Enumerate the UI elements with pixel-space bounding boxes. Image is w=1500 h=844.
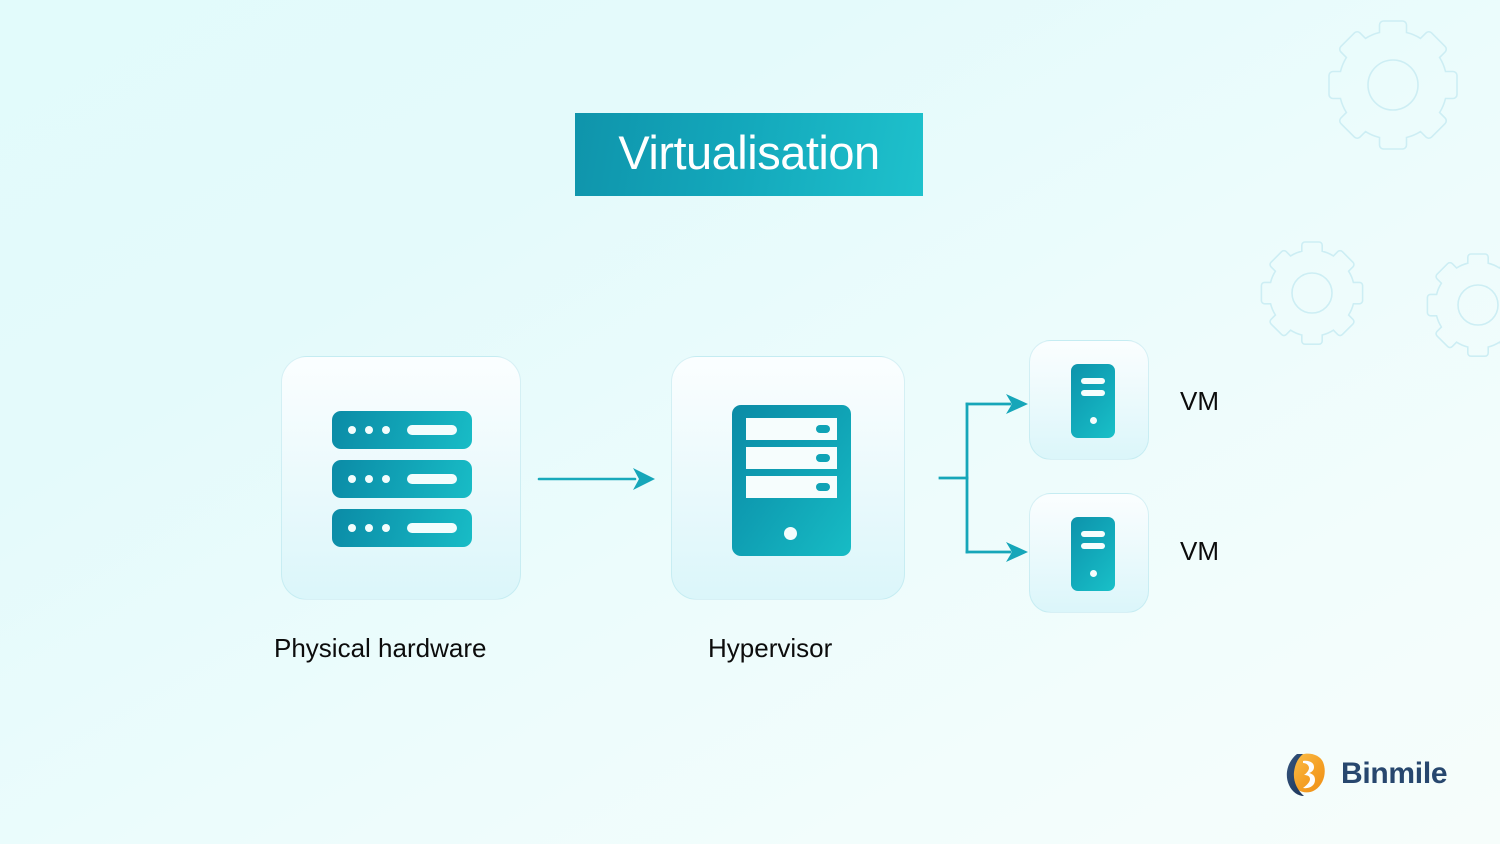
page-title-banner: Virtualisation <box>575 113 923 196</box>
brand-wordmark: Binmile <box>1341 757 1448 790</box>
drive-bay <box>746 418 837 440</box>
rack-dot <box>365 426 373 434</box>
rack-dot <box>365 475 373 483</box>
server-tower-icon <box>732 405 851 556</box>
rack-dot <box>348 524 356 532</box>
vm-line <box>1081 390 1105 396</box>
rack-dot <box>348 475 356 483</box>
drive-bay-indicator <box>816 454 830 462</box>
vm-power-led-icon <box>1090 417 1097 424</box>
node-hypervisor <box>671 356 905 600</box>
power-led-icon <box>784 527 797 540</box>
node-vm-1 <box>1029 340 1149 460</box>
rack-bar <box>332 509 472 547</box>
rack-dot <box>382 426 390 434</box>
rack-bar <box>332 411 472 449</box>
drive-bay-indicator <box>816 483 830 491</box>
node-physical-hardware <box>281 356 521 600</box>
node-vm-2 <box>1029 493 1149 613</box>
vm-tower-icon <box>1071 364 1115 438</box>
drive-bay <box>746 476 837 498</box>
rack-dot <box>348 426 356 434</box>
drive-bay-indicator <box>816 425 830 433</box>
rack-dot <box>365 524 373 532</box>
connector-hypervisor-to-vms <box>938 394 1028 562</box>
rack-slot <box>407 474 457 484</box>
rack-slot <box>407 523 457 533</box>
server-rack-icon <box>332 411 472 548</box>
gear-icon-medium <box>1260 241 1364 345</box>
vm-tower-icon <box>1071 517 1115 591</box>
vm-line <box>1081 378 1105 384</box>
brand-logo: Binmile <box>1283 750 1448 798</box>
label-hypervisor: Hypervisor <box>708 633 833 663</box>
gear-icon-small <box>1426 253 1500 357</box>
binmile-logo-icon <box>1286 753 1325 796</box>
drive-bay <box>746 447 837 469</box>
vm-line <box>1081 531 1105 537</box>
gear-icon-large <box>1328 20 1458 150</box>
rack-dot <box>382 524 390 532</box>
page-title: Virtualisation <box>618 126 880 179</box>
connector-hardware-to-hypervisor <box>537 468 655 490</box>
gear-decoration-group <box>1240 0 1500 360</box>
label-vm-1: VM <box>1180 386 1219 416</box>
label-physical-hardware: Physical hardware <box>274 633 487 663</box>
label-vm-2: VM <box>1180 536 1219 566</box>
vm-line <box>1081 543 1105 549</box>
vm-power-led-icon <box>1090 570 1097 577</box>
rack-slot <box>407 425 457 435</box>
rack-bar <box>332 460 472 498</box>
rack-dot <box>382 475 390 483</box>
